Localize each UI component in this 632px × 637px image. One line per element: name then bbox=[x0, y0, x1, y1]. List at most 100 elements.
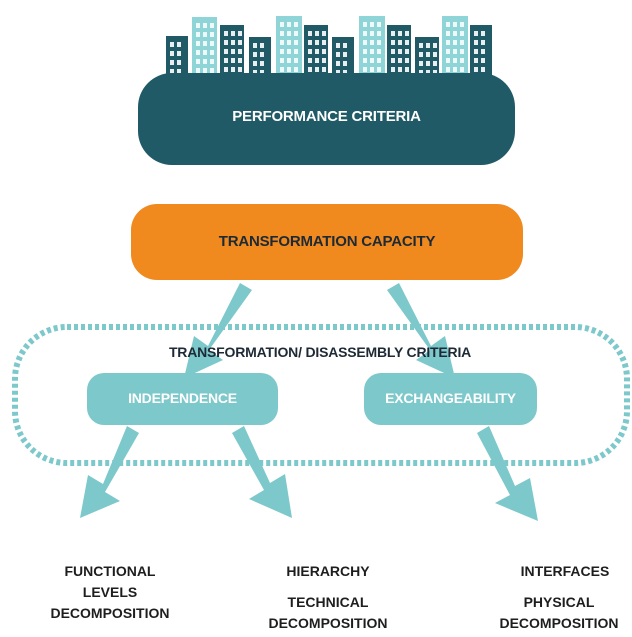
building-window bbox=[474, 49, 478, 54]
building-window bbox=[280, 67, 284, 72]
building-window bbox=[280, 58, 284, 63]
building-window bbox=[370, 67, 374, 72]
building-window bbox=[231, 49, 235, 54]
building-window bbox=[231, 67, 235, 72]
building-window bbox=[280, 22, 284, 27]
building-window bbox=[224, 67, 228, 72]
building-window bbox=[391, 49, 395, 54]
building-window bbox=[253, 61, 257, 66]
building-window bbox=[322, 31, 326, 36]
building-window bbox=[177, 42, 181, 47]
building-window bbox=[260, 52, 264, 57]
building-window bbox=[370, 31, 374, 36]
building-window bbox=[210, 50, 214, 55]
building-window bbox=[343, 61, 347, 66]
building-window bbox=[203, 41, 207, 46]
building-window bbox=[253, 70, 257, 75]
building-window bbox=[224, 58, 228, 63]
functional-levels-decomposition-label: FUNCTIONAL LEVELS DECOMPOSITION bbox=[30, 561, 190, 624]
performance-criteria-box bbox=[138, 73, 515, 165]
building-window bbox=[203, 68, 207, 73]
building-window bbox=[370, 58, 374, 63]
building-window bbox=[481, 31, 485, 36]
building-window bbox=[363, 67, 367, 72]
building-window bbox=[315, 49, 319, 54]
building-window bbox=[260, 43, 264, 48]
building-window bbox=[453, 31, 457, 36]
building-window bbox=[315, 58, 319, 63]
functional-line-1: FUNCTIONAL bbox=[64, 563, 156, 579]
building-window bbox=[481, 67, 485, 72]
building-window bbox=[446, 58, 450, 63]
building-window bbox=[453, 40, 457, 45]
building-window bbox=[238, 67, 242, 72]
building-window bbox=[210, 23, 214, 28]
building-window bbox=[391, 58, 395, 63]
building-window bbox=[287, 49, 291, 54]
building-window bbox=[231, 40, 235, 45]
building-window bbox=[446, 67, 450, 72]
city-skyline-icon bbox=[166, 16, 492, 80]
building-window bbox=[419, 43, 423, 48]
building-window bbox=[336, 70, 340, 75]
building-window bbox=[231, 31, 235, 36]
building-window bbox=[177, 69, 181, 74]
building-window bbox=[363, 49, 367, 54]
building-window bbox=[336, 52, 340, 57]
building-window bbox=[287, 67, 291, 72]
building-window bbox=[322, 49, 326, 54]
building-window bbox=[398, 67, 402, 72]
building-window bbox=[210, 59, 214, 64]
building-window bbox=[308, 40, 312, 45]
building-window bbox=[474, 67, 478, 72]
physical-line-1: PHYSICAL bbox=[523, 594, 595, 610]
building-window bbox=[280, 31, 284, 36]
building-window bbox=[224, 49, 228, 54]
building-window bbox=[377, 49, 381, 54]
building-window bbox=[377, 31, 381, 36]
arrow-to-exchangeability bbox=[387, 283, 455, 378]
independence-box bbox=[87, 373, 278, 425]
building-window bbox=[294, 67, 298, 72]
building-window bbox=[343, 70, 347, 75]
building-window bbox=[287, 40, 291, 45]
building-window bbox=[238, 49, 242, 54]
building-window bbox=[224, 40, 228, 45]
building-window bbox=[196, 50, 200, 55]
building-window bbox=[315, 67, 319, 72]
building-window bbox=[196, 68, 200, 73]
building-window bbox=[481, 40, 485, 45]
building-window bbox=[405, 58, 409, 63]
building-window bbox=[294, 58, 298, 63]
arrow-to-functional bbox=[80, 426, 139, 518]
hierarchy-label: HIERARCHY bbox=[286, 563, 370, 579]
interfaces-label: INTERFACES bbox=[520, 563, 610, 579]
performance-criteria-label: PERFORMANCE CRITERIA bbox=[232, 108, 421, 125]
building-window bbox=[433, 70, 437, 75]
building-window bbox=[280, 49, 284, 54]
building-window bbox=[343, 43, 347, 48]
arrows bbox=[80, 283, 538, 521]
building-window bbox=[253, 52, 257, 57]
building-window bbox=[419, 70, 423, 75]
physical-decomposition-label: PHYSICAL DECOMPOSITION bbox=[486, 592, 632, 634]
building-window bbox=[203, 23, 207, 28]
building-window bbox=[474, 31, 478, 36]
building-window bbox=[231, 58, 235, 63]
building-window bbox=[405, 31, 409, 36]
building-window bbox=[170, 60, 174, 65]
building-window bbox=[203, 32, 207, 37]
building-window bbox=[170, 51, 174, 56]
building-window bbox=[391, 40, 395, 45]
transformation-capacity-label: TRANSFORMATION CAPACITY bbox=[218, 233, 436, 250]
functional-line-2: LEVELS bbox=[82, 584, 138, 600]
transformation-capacity-box bbox=[131, 204, 523, 280]
building-window bbox=[363, 40, 367, 45]
building-window bbox=[377, 67, 381, 72]
building-window bbox=[474, 40, 478, 45]
building-window bbox=[363, 58, 367, 63]
building-window bbox=[474, 58, 478, 63]
building-window bbox=[460, 58, 464, 63]
building-window bbox=[453, 58, 457, 63]
building-window bbox=[398, 31, 402, 36]
